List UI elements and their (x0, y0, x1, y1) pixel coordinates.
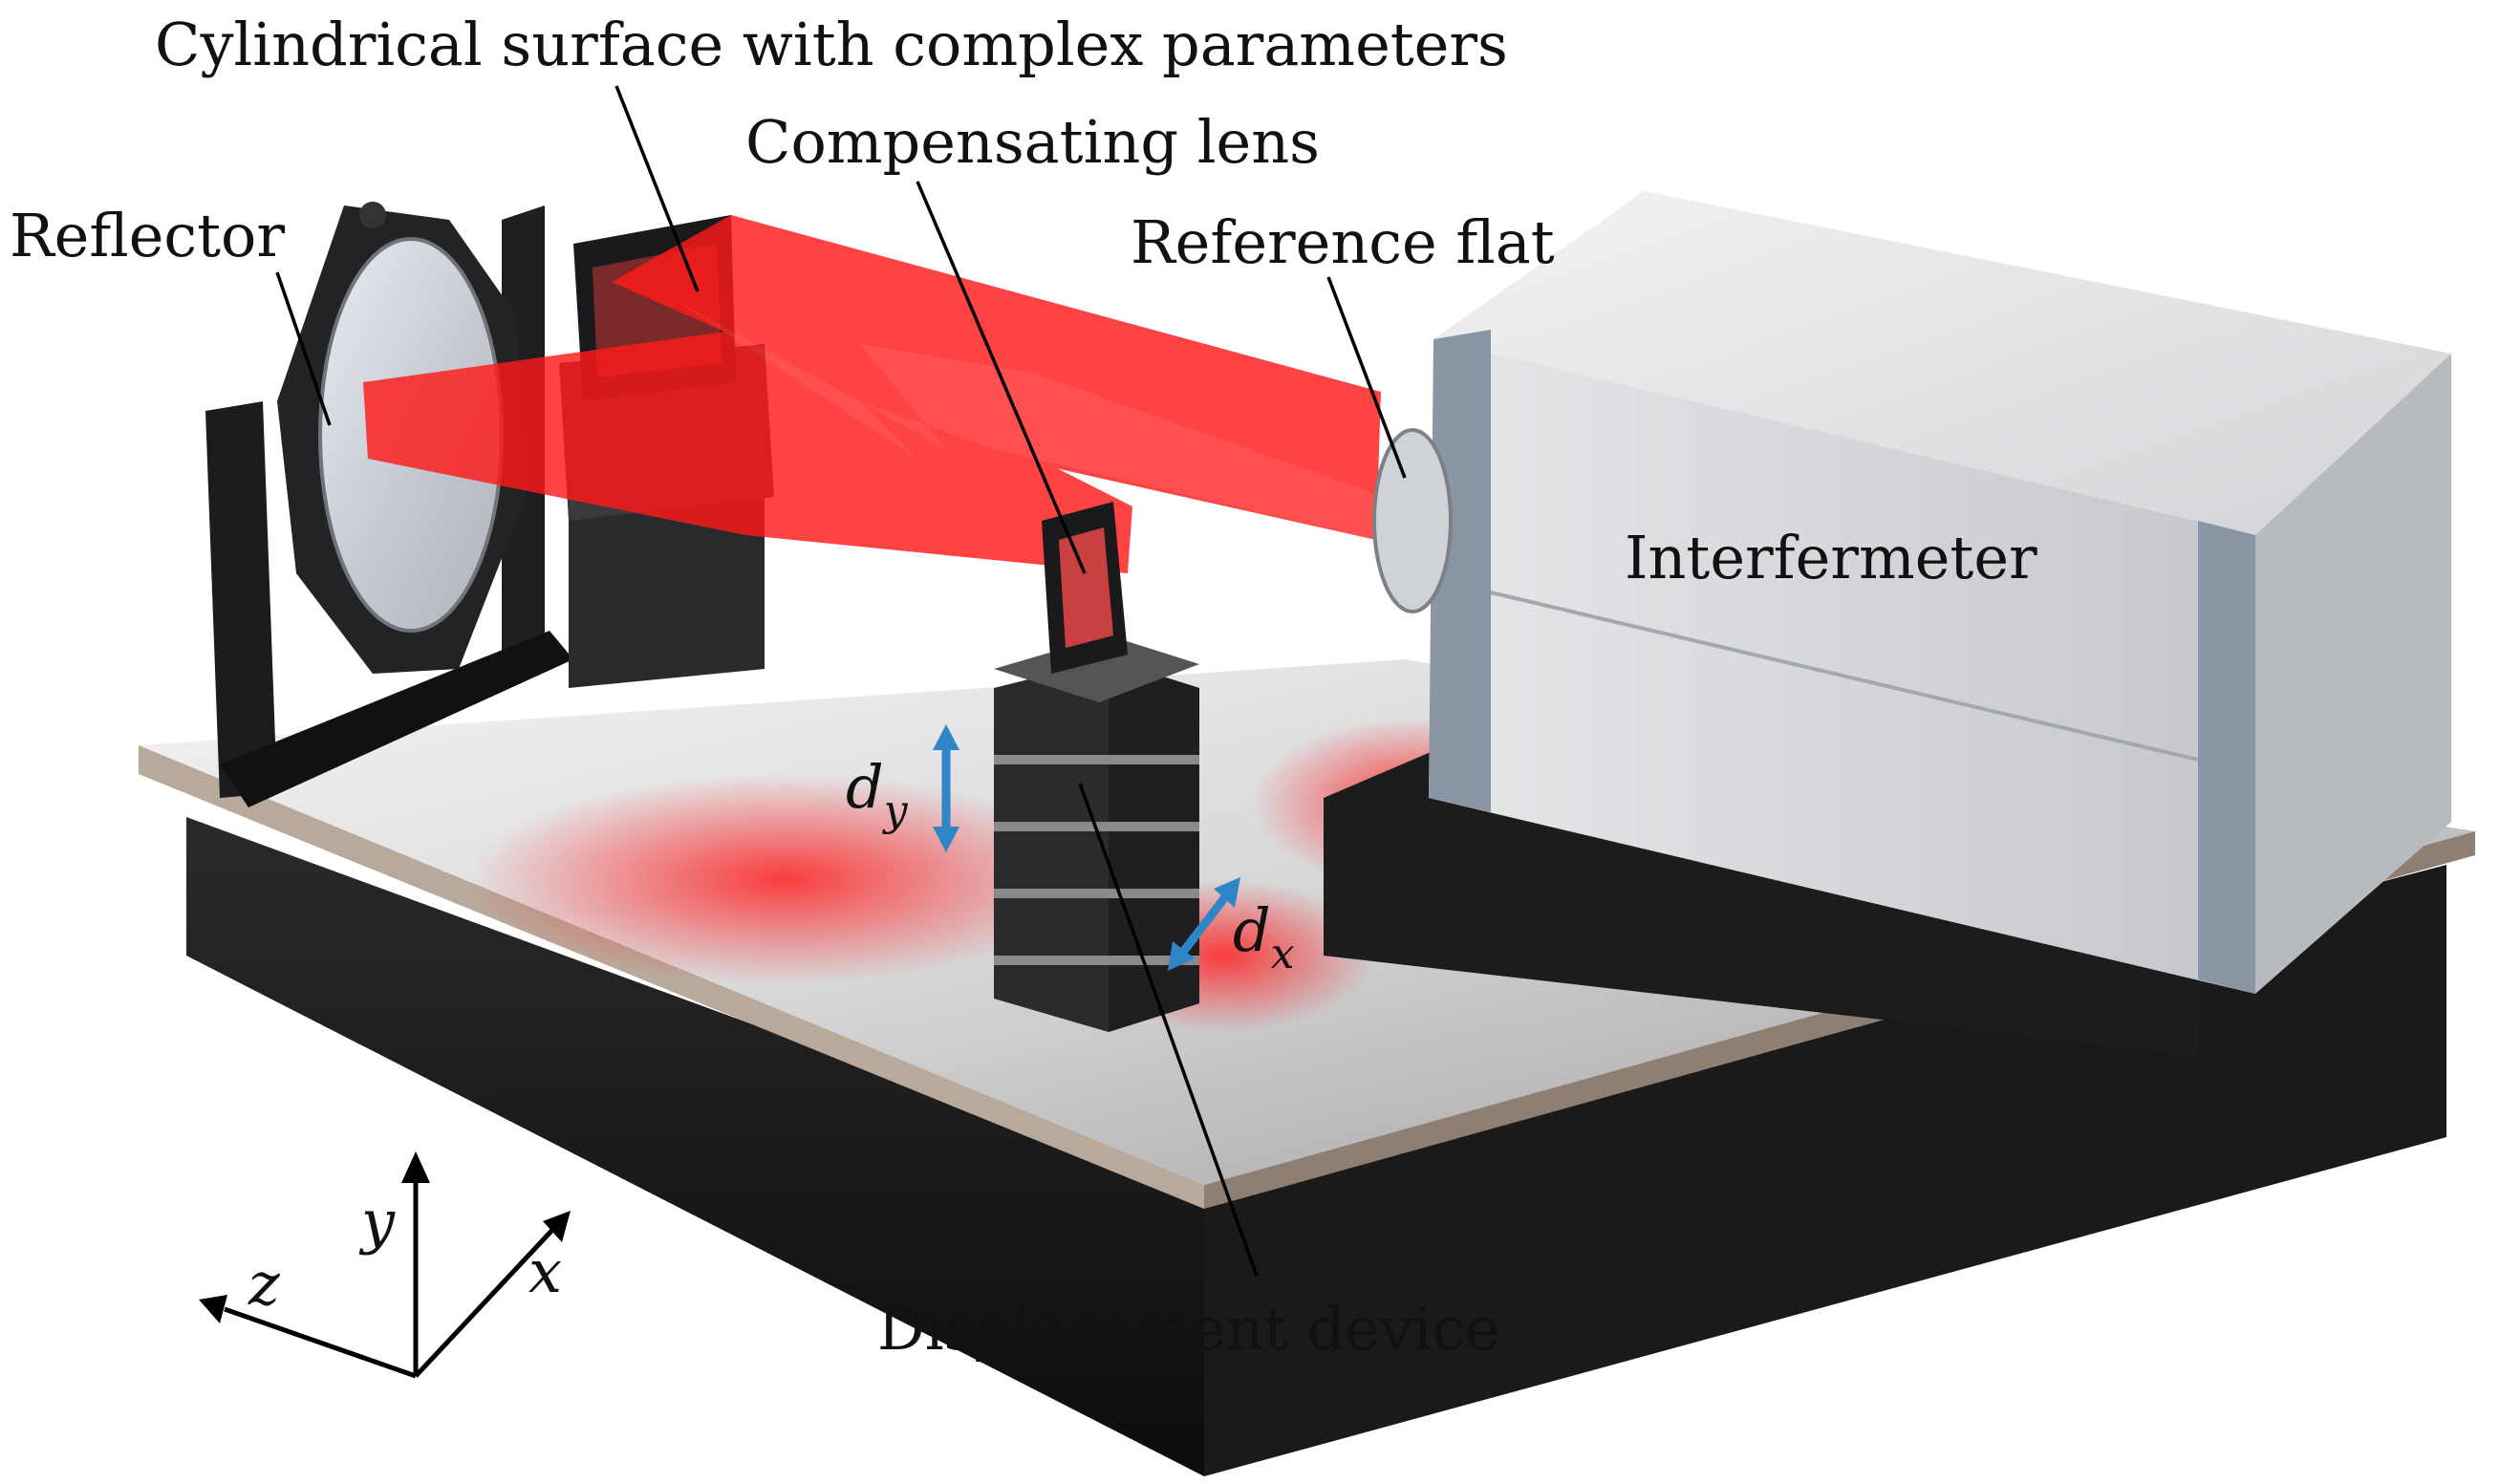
label-dy-sub: y (882, 786, 909, 835)
axis-x-label: x (528, 1237, 562, 1306)
interferometer-side (2255, 354, 2451, 994)
interferometer-front (1429, 339, 2255, 994)
label-interferometer: Interfermeter (1625, 523, 2037, 592)
stage-stack-front (1109, 659, 1199, 1032)
compensating-lens-glass (1059, 527, 1113, 648)
table-base-side (186, 817, 1204, 1476)
reflector-post-front (205, 401, 277, 798)
interferometer (1324, 191, 2451, 1056)
stage-band-3 (994, 889, 1199, 898)
axis-z-line (224, 1306, 417, 1379)
displacement-device (994, 502, 1199, 1032)
interferometer-trim-right (2198, 521, 2255, 994)
label-reflector: Reflector (10, 201, 285, 270)
label-dx-sub: x (1271, 930, 1295, 979)
leader-cylindrical (614, 85, 700, 292)
leader-compensating (916, 181, 1087, 574)
reflector-knob (359, 202, 386, 228)
label-cylindrical-surface: Cylindrical surface with complex paramet… (155, 10, 1508, 79)
label-dx: dx (1233, 895, 1295, 979)
interferometer-trim-left (1429, 330, 1491, 812)
dy-arrow (933, 724, 959, 852)
axis-x-line (414, 1226, 556, 1378)
axis-x-arrowhead (543, 1211, 571, 1242)
stage-band-1 (994, 755, 1199, 764)
coordinate-axes (199, 1151, 571, 1379)
reference-flat-aperture (1372, 428, 1453, 613)
label-reference-flat: Reference flat (1131, 207, 1555, 277)
axis-z-arrowhead (199, 1295, 227, 1323)
leader-lines (275, 85, 1407, 1277)
laser-beams (363, 215, 1386, 573)
label-compensating-lens: Compensating lens (745, 107, 1320, 177)
axis-y-label: y (358, 1187, 396, 1257)
label-dy-base: d (846, 752, 884, 822)
beam-lower (363, 325, 1132, 573)
beam-zigzag (669, 296, 1386, 540)
cyl-stage-stack (569, 478, 765, 688)
leader-reflector (275, 271, 332, 426)
reflector-foot (220, 631, 573, 807)
leader-displacement (1078, 783, 1259, 1277)
label-dx-base: d (1233, 895, 1271, 965)
leader-reference (1326, 276, 1407, 479)
label-dy: dy (846, 752, 909, 835)
stage-band-4 (994, 956, 1199, 965)
stage-top (994, 635, 1199, 702)
axis-z-label: z (248, 1249, 280, 1319)
axis-y-arrowhead (401, 1151, 430, 1183)
dx-arrow (1168, 877, 1240, 971)
reflector-mount (205, 202, 573, 807)
interferometer-top (1433, 191, 2451, 535)
label-displacement-device: Displacement device (877, 1294, 1500, 1364)
interferometer-seam (1490, 591, 2199, 762)
